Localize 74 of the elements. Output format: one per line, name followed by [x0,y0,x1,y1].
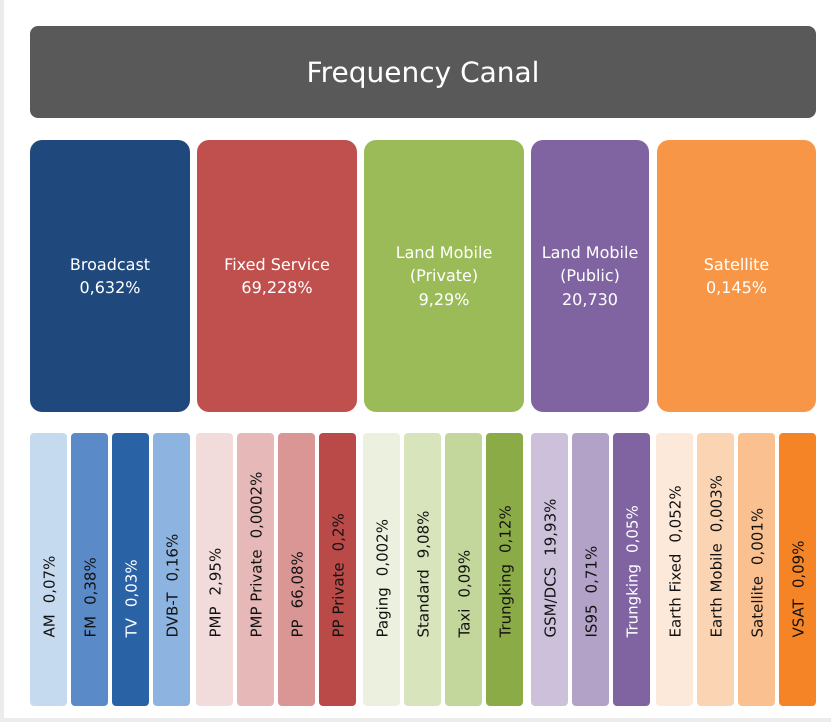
subcategory-bar [71,433,108,706]
category-name: Earth Fixed [666,554,684,638]
percentage-value: 66,08% [288,551,306,608]
category-name: Earth Mobile [706,543,724,638]
category-name: TV [122,618,140,638]
percentage-value: 69,228% [241,277,313,299]
percentage-value: 0,052% [666,485,684,543]
subcategory-bar [363,433,400,706]
category-name: DVB-T [162,592,180,638]
percentage-value: 0,09% [454,550,472,598]
category-name: Land Mobile (Public) [540,242,640,288]
percentage-value: 0,2% [328,513,346,552]
percentage-value: 9,29% [418,288,470,311]
title-text: Frequency Canal [306,56,540,88]
category-card [531,140,649,412]
subcategory-bar [656,433,693,706]
category-name: Satellite [704,254,770,276]
subcategory-bar [153,433,190,706]
category-name: Taxi [454,608,472,638]
percentage-value: 0,03% [122,559,140,608]
subcategory-bar [572,433,609,706]
percentage-value: 0,0002% [246,472,264,538]
percentage-value: 20,730 [562,288,618,311]
subcategory-bar [613,433,650,706]
percentage-value: 0,002% [372,519,390,576]
category-name: Satellite [748,576,766,638]
category-name: Standard [414,569,432,638]
category-name: Trungking [496,564,514,638]
subcategory-bar [445,433,482,706]
category-name: Trungking [622,564,640,638]
title-banner [30,26,816,118]
category-name: PP Private [328,562,346,638]
percentage-value: 0,001% [748,508,766,566]
subcategory-bar [738,433,775,706]
category-name: PP [288,619,306,638]
category-name: Land Mobile (Private) [394,242,494,288]
category-card [657,140,816,412]
category-name: PMP Private [246,549,264,638]
subcategory-bar [697,433,734,706]
subcategory-bar [112,433,149,706]
category-name: PMP [206,606,224,638]
percentage-value: 0,12% [496,505,514,553]
subcategory-bar [486,433,523,706]
percentage-value: 0,145% [706,277,767,299]
subcategory-bar [196,433,233,706]
category-name: Broadcast [70,254,150,276]
percentage-value: 0,07% [40,556,58,604]
category-name: FM [80,616,98,638]
percentage-value: 0,09% [788,540,806,588]
category-card [364,140,524,412]
category-name: Fixed Service [224,254,330,276]
percentage-value: 0,632% [79,277,140,299]
percentage-value: 9,08% [414,510,432,558]
category-name: GSM/DCS [540,566,558,638]
category-card [197,140,357,412]
category-name: Paging [372,587,390,638]
subcategory-bar [779,433,816,706]
category-card [30,140,190,412]
category-name: AM [40,614,58,638]
percentage-value: 0,003% [706,475,724,532]
percentage-value: 19,93% [540,498,558,556]
percentage-value: 0,38% [80,557,98,605]
percentage-value: 0,05% [622,505,640,553]
subcategory-bar [531,433,568,706]
category-name: VSAT [788,599,806,638]
subcategory-bar [319,433,356,706]
percentage-value: 0,16% [162,534,180,582]
subcategory-bar [404,433,441,706]
percentage-value: 2,95% [206,548,224,596]
subcategory-bar [30,433,67,706]
subcategory-bar [278,433,315,706]
percentage-value: 0,71% [582,546,600,594]
category-name: IS95 [582,604,600,638]
subcategory-bar [237,433,274,706]
